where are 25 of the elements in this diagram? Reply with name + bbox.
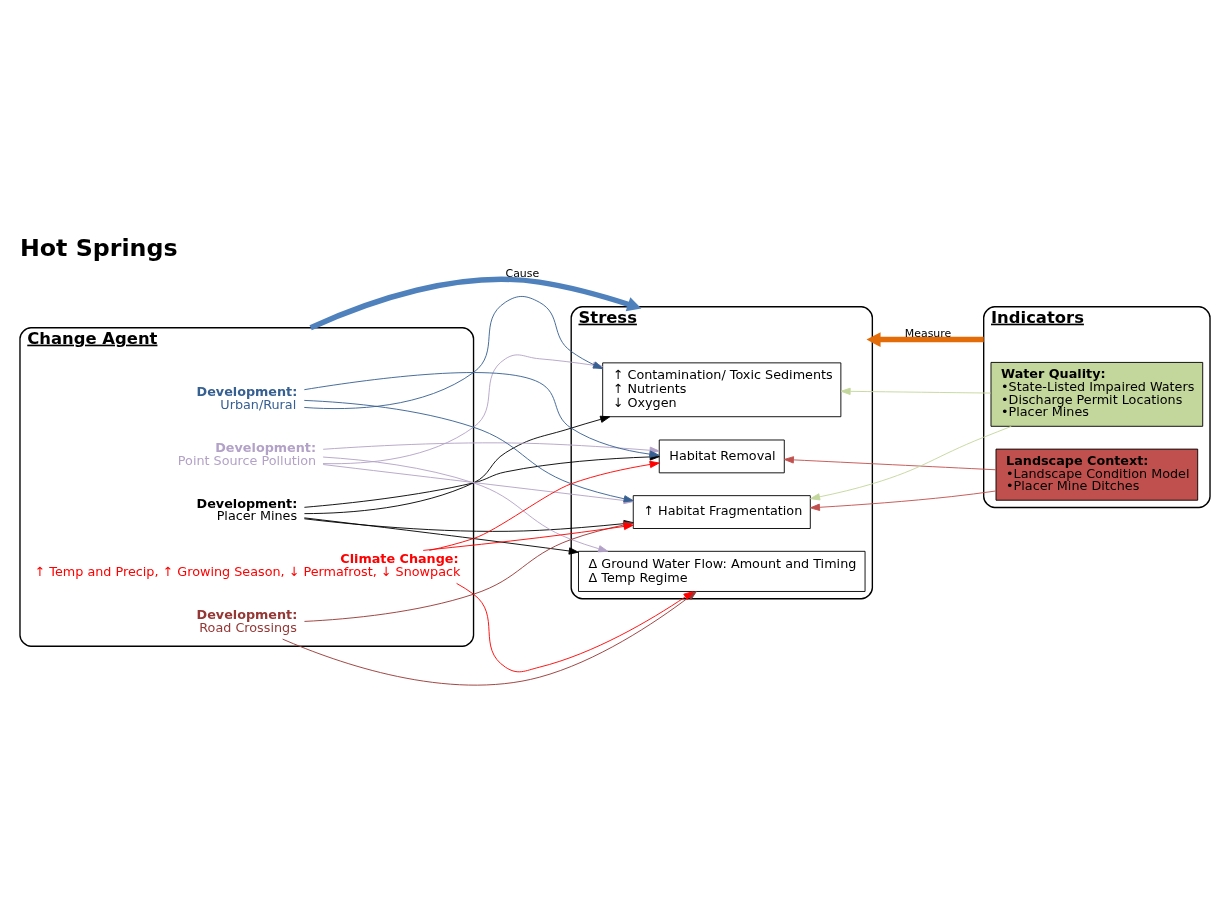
arrow <box>809 490 997 511</box>
node-box: Habitat Removal <box>658 439 785 473</box>
arrow <box>428 460 660 551</box>
arrow <box>304 415 611 514</box>
node-text: Development: Urban/Rural <box>196 383 298 412</box>
arrow <box>456 582 694 672</box>
node-text: Development: Road Crossings <box>196 606 298 635</box>
node-box: Δ Ground Water Flow: Amount and Timing Δ Temp Regime <box>578 550 866 592</box>
arrow <box>303 516 579 555</box>
arrow <box>810 425 1012 500</box>
arrow <box>866 331 984 347</box>
arrow <box>840 387 992 395</box>
node-box: Landscape Context: •Landscape Condition Model •Placer Mine Ditches <box>995 448 1199 501</box>
arrow <box>783 455 997 470</box>
edge-label: Measure <box>904 326 952 339</box>
edge-label: Cause <box>505 266 540 280</box>
diagram-title: Hot Springs <box>19 233 178 262</box>
node-box: ↑ Contamination/ Toxic Sediments ↑ Nutrients ↓ Oxygen <box>602 361 842 417</box>
node-box: Water Quality: •State-Listed Impaired Waters •Discharge Permit Locations •Placer Mines <box>990 361 1204 427</box>
node-text: Development: Placer Mines <box>196 495 298 523</box>
node-box: ↑ Habitat Fragmentation <box>632 494 811 529</box>
node-text: Development: Point Source Pollution <box>177 439 317 468</box>
arrow <box>309 276 642 330</box>
arrow <box>322 456 609 552</box>
node-text: Climate Change: ↑ Temp and Precip, ↑ Growing Season, ↓ Permafrost, ↓ Snowpack <box>34 550 461 579</box>
